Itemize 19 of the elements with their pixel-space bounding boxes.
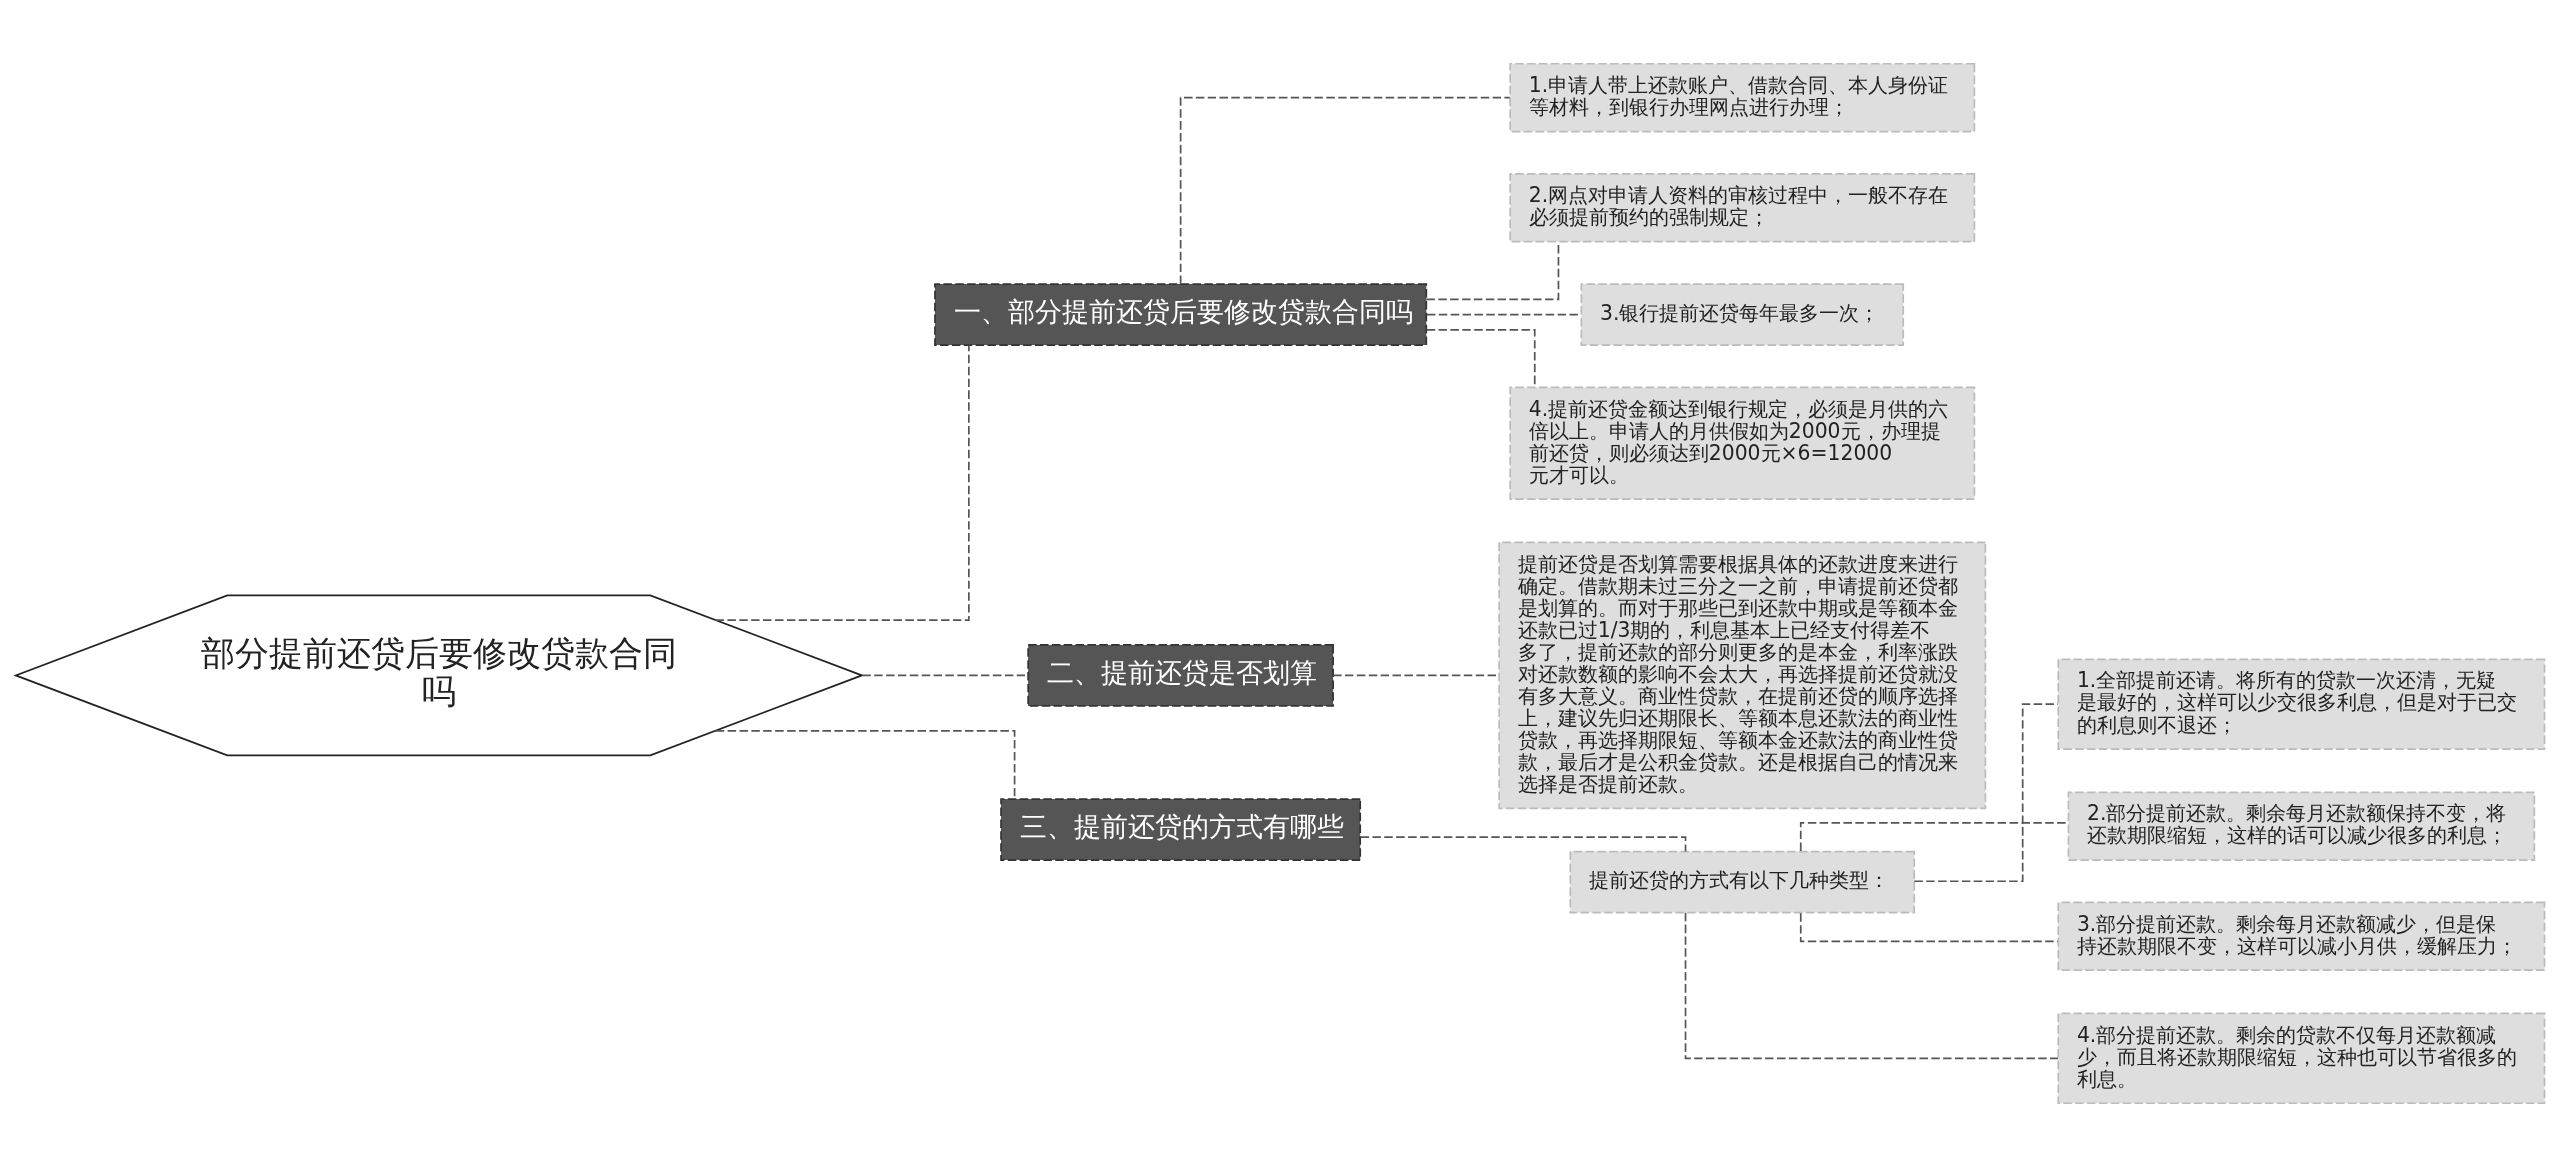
node-box: 1.申请人带上还款账户、借款合同、本人身份证等材料，到银行办理网点进行办理； <box>1509 62 1976 133</box>
node-box: 3.部分提前还款。剩余每月还款额减少，但是保持还款期限不变，这样可以减小月供，缓解压力； <box>2057 901 2546 972</box>
node-box: 提前还贷是否划算需要根据具体的还款进度来进行确定。借款期未过三分之一之前，申请提前还贷都是划算的。而对于那些已到还款中期或是等额本金还款已过1/3期的，利息基本上已经支付得差不多了，提前还款的部分则更多的是本金，利率涨跌对还款数额的影响不会太大，再选择提前还贷就没有多大意义。商业性贷款，在提前还贷的顺序选择上，建议先归还期限长、等额本息还款法的商业性贷款，再选择期限短、等额本金还款法的商业性贷款，最后才是公积金贷款。还是根据自己的情况来选择是否提前还款。 <box>1498 541 1987 810</box>
node-box: 二、提前还贷是否划算 <box>1027 644 1334 707</box>
node-box: 提前还贷的方式有以下几种类型： <box>1569 850 1916 914</box>
node-box: 2.网点对申请人资料的审核过程中，一般不存在必须提前预约的强制规定； <box>1509 173 1976 243</box>
node-box: 2.部分提前还款。剩余每月还款额保持不变，将还款期限缩短，这样的话可以减少很多的利息； <box>2067 791 2536 861</box>
node-box: 一、部分提前还贷后要修改贷款合同吗 <box>934 283 1428 346</box>
connector <box>1799 821 2069 852</box>
connector <box>1179 96 1511 285</box>
node-box: 3.银行提前还贷每年最多一次； <box>1580 283 1905 346</box>
connector <box>1684 911 2059 1060</box>
connector <box>1913 703 2059 883</box>
node-box: 1.全部提前还请。将所有的贷款一次还清，无疑是最好的，这样可以少交很多利息，但是对于已交的利息则不退还； <box>2057 658 2546 750</box>
connector <box>714 344 970 621</box>
connector <box>1359 836 1687 853</box>
node-box: 4.部分提前还款。剩余的贷款不仅每月还款额减少，而且将还款期限缩短，这种也可以节省很多的利息。 <box>2057 1012 2546 1105</box>
node-box: 4.提前还贷金额达到银行规定，必须是月供的六倍以上。申请人的月供假如为2000元，办理提前还贷，则必须达到2000元×6=12000元才可以。 <box>1509 386 1976 501</box>
node-box: 三、提前还贷的方式有哪些 <box>1000 798 1362 861</box>
